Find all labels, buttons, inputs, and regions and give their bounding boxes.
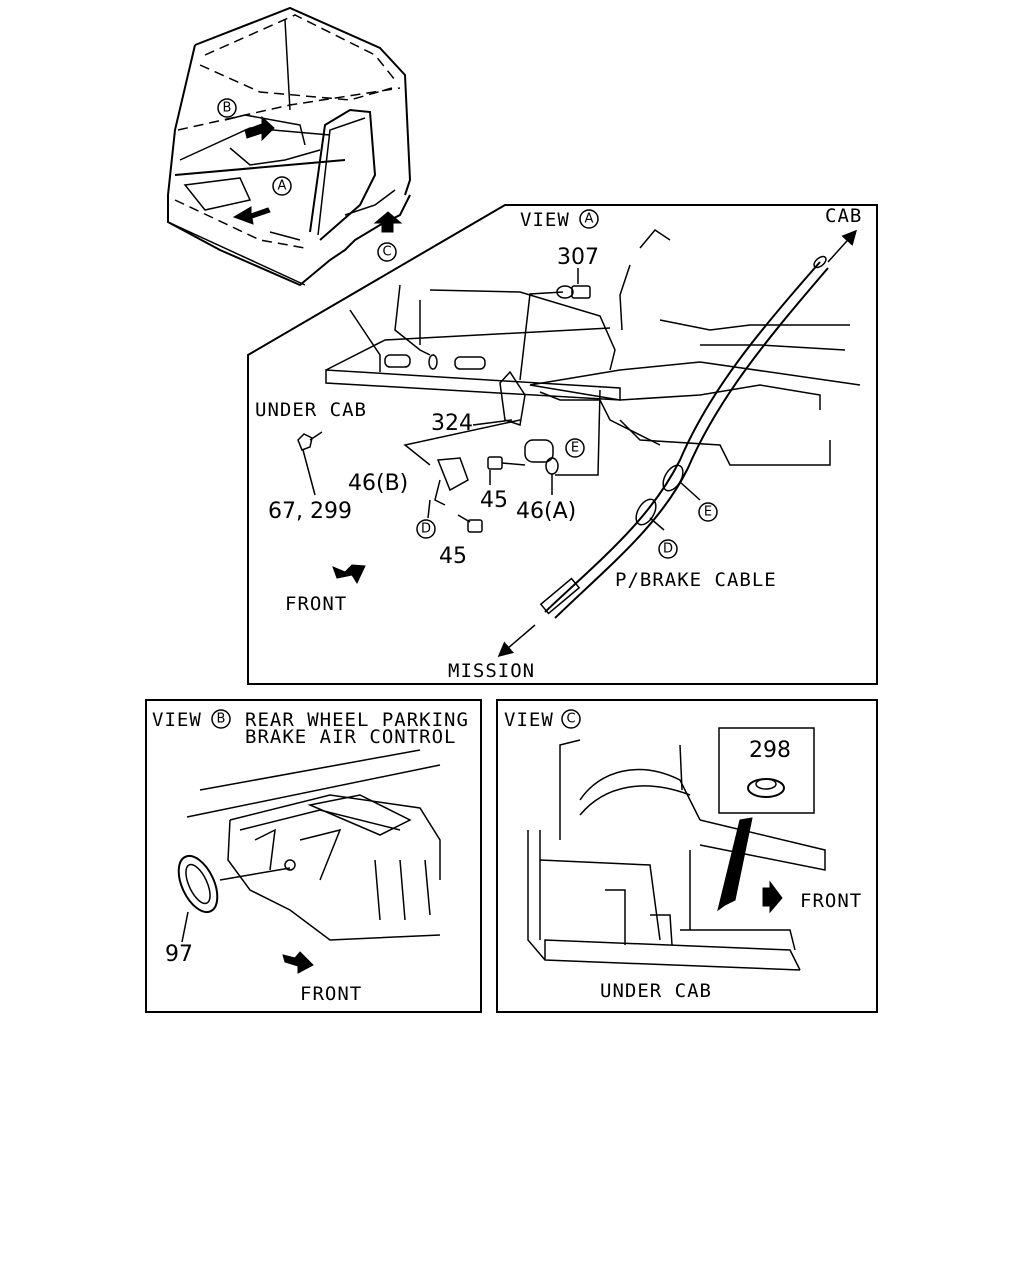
mission-label: MISSION — [448, 660, 535, 682]
callout-e-lower-text: E — [704, 505, 712, 520]
view-b-frame — [145, 699, 482, 1013]
callout-e-upper-text: E — [571, 441, 579, 456]
brake-cable-drawing — [497, 229, 858, 657]
callout-circle-d-right: D — [658, 539, 678, 559]
view-b-title-mark-circle — [211, 709, 231, 729]
view-c-title-mark: C — [566, 712, 575, 727]
front-label-view-b: FRONT — [300, 983, 362, 1005]
view-b-title-line2: BRAKE AIR CONTROL — [245, 726, 456, 748]
view-a-title-mark: A — [585, 212, 594, 227]
callout-circle-a: A — [272, 176, 292, 196]
view-b-drawing — [177, 749, 441, 974]
view-c-title: VIEW — [504, 709, 554, 731]
callout-b-text: B — [223, 101, 232, 116]
callout-a-text: A — [278, 179, 287, 194]
callout-circle-d-left: D — [416, 519, 436, 539]
front-label-view-a: FRONT — [285, 593, 347, 615]
part-label-307: 307 — [557, 245, 599, 270]
view-c-frame — [496, 699, 878, 1013]
callout-circle-e-lower: E — [698, 502, 718, 522]
part-label-45-lower: 45 — [439, 544, 467, 569]
part-label-46a: 46(A) — [516, 499, 576, 524]
view-c-drawing — [527, 727, 826, 971]
part-label-97: 97 — [165, 942, 193, 967]
callout-c-text: C — [382, 245, 391, 260]
cab-overview-drawing — [167, 6, 412, 287]
callout-d-right-text: D — [663, 542, 673, 557]
part-298-inset-box — [718, 727, 815, 814]
view-c-title-mark-circle — [561, 709, 581, 729]
part-label-45-upper: 45 — [480, 488, 508, 513]
under-cab-label: UNDER CAB — [255, 399, 367, 421]
under-cab-label-view-c: UNDER CAB — [600, 980, 712, 1002]
front-label-view-c: FRONT — [800, 890, 862, 912]
part-label-67-299: 67, 299 — [268, 499, 352, 524]
callout-d-left-text: D — [421, 522, 431, 537]
callout-circle-c: C — [377, 242, 397, 262]
bracket-and-fasteners — [297, 268, 701, 585]
view-b-title-mark: B — [217, 712, 226, 727]
part-label-46b: 46(B) — [348, 471, 408, 496]
view-a-frame — [247, 204, 878, 685]
view-b-title: VIEW — [152, 709, 202, 731]
part-label-324: 324 — [431, 411, 473, 436]
cab-direction-label: CAB — [825, 205, 862, 227]
callout-circle-e-upper: E — [565, 438, 585, 458]
view-b-title-line1: REAR WHEEL PARKING — [245, 709, 469, 731]
view-a-frame-structure — [325, 229, 861, 466]
view-a-title: VIEW — [520, 209, 570, 231]
view-a-title-mark-circle — [579, 209, 599, 229]
callout-circle-b: B — [217, 98, 237, 118]
parking-brake-cable-label: P/BRAKE CABLE — [615, 569, 777, 591]
part-label-298: 298 — [749, 738, 791, 763]
part-number-labels-view-a: 307 324 46(B) 45 46(A) 45 67, 299 — [268, 245, 599, 569]
